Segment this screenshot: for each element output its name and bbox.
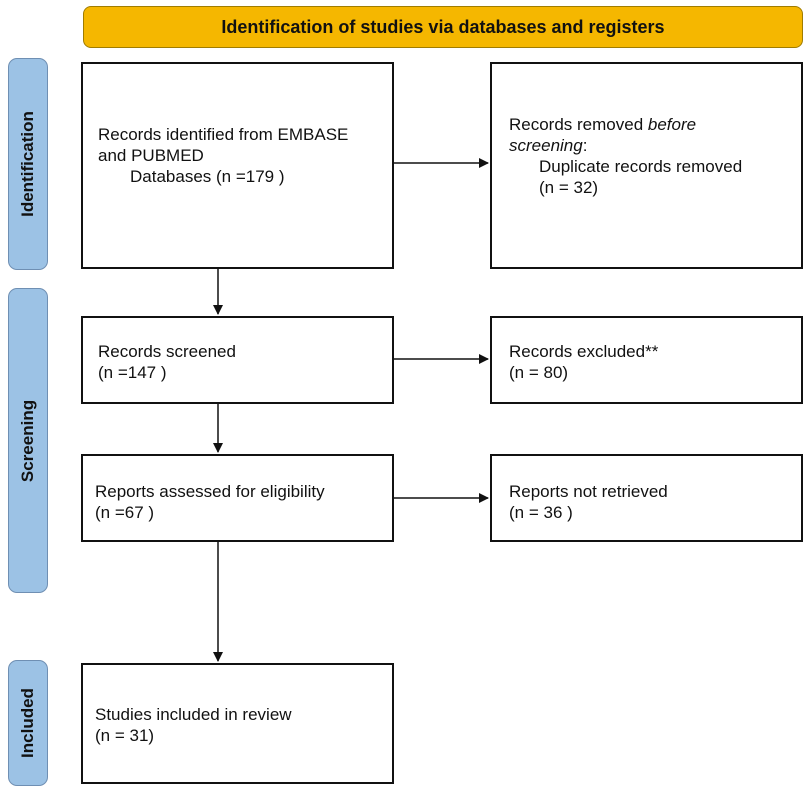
records-removed-line4: (n = 32) xyxy=(539,178,599,197)
records-screened-box: Records screened (n =147 ) xyxy=(81,316,394,404)
records-excluded-box: Records excluded** (n = 80) xyxy=(490,316,803,404)
records-removed-suffix: : xyxy=(582,136,588,155)
records-removed-box: Records removed before screening: Duplic… xyxy=(490,62,803,269)
stage-included: Included xyxy=(8,660,48,786)
reports-assessed-line1: Reports assessed for eligibility xyxy=(95,482,325,501)
records-removed-screening: screening xyxy=(509,136,583,155)
reports-assessed-line2: (n =67 ) xyxy=(95,503,155,522)
records-excluded-line2: (n = 80) xyxy=(509,363,569,382)
reports-not-retrieved-line2: (n = 36 ) xyxy=(509,503,573,522)
header-banner: Identification of studies via databases … xyxy=(83,6,803,48)
records-excluded-line1: Records excluded** xyxy=(509,342,659,361)
records-identified-line3: Databases (n =179 ) xyxy=(130,167,285,186)
records-removed-line2: screening: xyxy=(509,135,801,156)
records-screened-line1: Records screened xyxy=(98,342,236,361)
stage-screening: Screening xyxy=(8,288,48,593)
records-removed-line3: Duplicate records removed xyxy=(539,157,743,176)
header-title: Identification of studies via databases … xyxy=(221,16,665,37)
records-removed-prefix: Records removed xyxy=(509,115,648,134)
records-removed-line1: Records removed before xyxy=(509,114,801,135)
records-removed-before: before xyxy=(647,115,697,134)
studies-included-line1: Studies included in review xyxy=(95,705,292,724)
reports-assessed-box: Reports assessed for eligibility (n =67 … xyxy=(81,454,394,542)
stage-identification: Identification xyxy=(8,58,48,270)
records-identified-line1: Records identified from EMBASE xyxy=(98,125,349,144)
records-identified-box: Records identified from EMBASE and PUBME… xyxy=(81,62,394,269)
studies-included-box: Studies included in review (n = 31) xyxy=(81,663,394,784)
studies-included-line2: (n = 31) xyxy=(95,726,155,745)
reports-not-retrieved-line1: Reports not retrieved xyxy=(509,482,668,501)
records-identified-line2: and PUBMED xyxy=(98,146,204,165)
reports-not-retrieved-box: Reports not retrieved (n = 36 ) xyxy=(490,454,803,542)
records-screened-line2: (n =147 ) xyxy=(98,363,167,382)
